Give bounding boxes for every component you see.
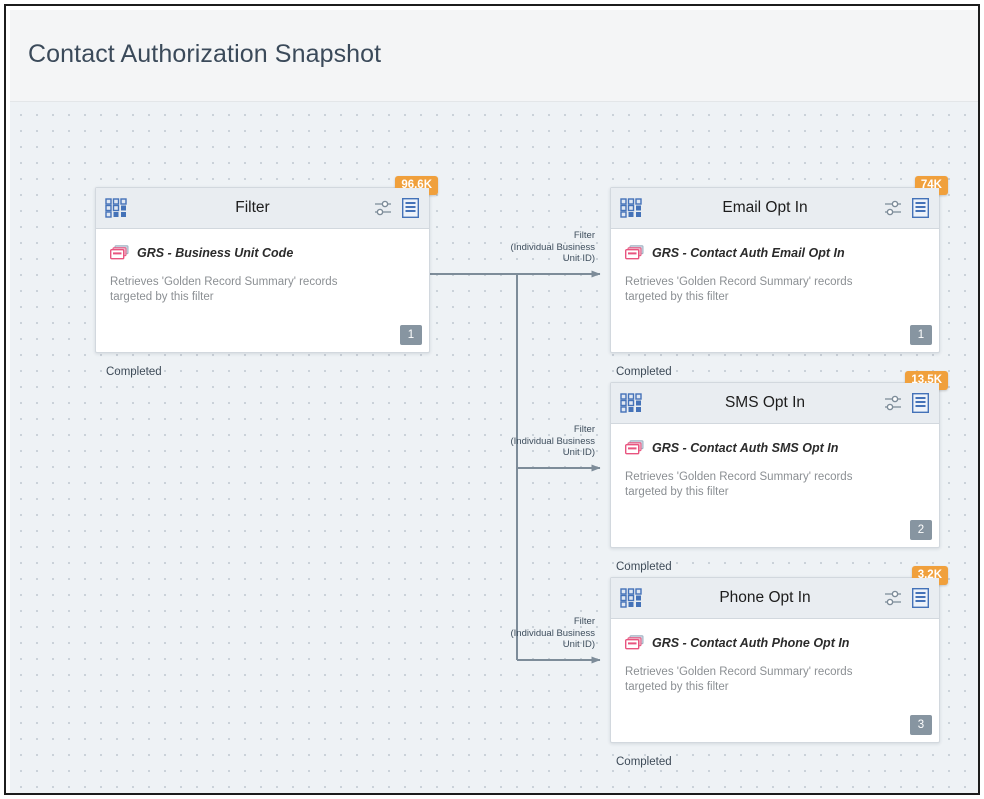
node-body: GRS - Contact Auth Email Opt In Retrieve… [611, 229, 939, 315]
node-title: Email Opt In [722, 199, 808, 216]
edge-label-phone: Filter (Individual Business Unit ID) [510, 616, 596, 650]
node-source-label: GRS - Contact Auth Email Opt In [652, 245, 845, 260]
node-body: GRS - Contact Auth Phone Opt In Retrieve… [611, 619, 939, 705]
sliders-icon[interactable] [884, 589, 902, 607]
node-sequence-badge: 1 [910, 325, 932, 345]
node-title: Phone Opt In [719, 589, 811, 606]
node-source: GRS - Contact Auth SMS Opt In [625, 440, 925, 455]
node-description: Retrieves 'Golden Record Summary' record… [625, 276, 853, 303]
database-stack-icon [625, 440, 644, 455]
node-body: GRS - Contact Auth SMS Opt In Retrieves … [611, 424, 939, 510]
node-status-phone: Completed [616, 756, 672, 768]
node-source-label: GRS - Contact Auth Phone Opt In [652, 635, 850, 650]
document-icon[interactable] [912, 393, 929, 413]
sliders-icon[interactable] [884, 394, 902, 412]
node-title: SMS Opt In [724, 394, 806, 411]
sliders-icon[interactable] [374, 199, 392, 217]
database-stack-icon [625, 245, 644, 260]
node-title: Filter [235, 199, 270, 216]
document-icon[interactable] [912, 198, 929, 218]
node-phone-opt-in[interactable]: 3.2K Phone Opt In [610, 566, 948, 743]
node-source-label: GRS - Contact Auth SMS Opt In [652, 440, 839, 455]
node-status-filter: Completed [106, 366, 162, 378]
node-source: GRS - Contact Auth Phone Opt In [625, 635, 925, 650]
node-header: Filter [96, 188, 429, 229]
database-stack-icon [110, 245, 129, 260]
node-sequence-badge: 2 [910, 520, 932, 540]
node-status-email: Completed [616, 366, 672, 378]
node-description: Retrieves 'Golden Record Summary' record… [625, 471, 853, 498]
app-header: Contact Authorization Snapshot [10, 10, 978, 102]
edge-label-sms: Filter (Individual Business Unit ID) [510, 424, 596, 458]
workflow-canvas[interactable]: Filter (Individual Business Unit ID) Fil… [10, 102, 978, 793]
node-header: Phone Opt In [611, 578, 939, 619]
node-source: GRS - Contact Auth Email Opt In [625, 245, 925, 260]
node-sequence-badge: 1 [400, 325, 422, 345]
grid-icon [620, 198, 646, 218]
node-header: Email Opt In [611, 188, 939, 229]
node-status-sms: Completed [616, 561, 672, 573]
node-filter[interactable]: 96.6K Filter [95, 176, 438, 353]
app-window: Contact Authorization Snapshot Filter (I… [4, 4, 980, 795]
page-title: Contact Authorization Snapshot [28, 40, 382, 68]
node-source-label: GRS - Business Unit Code [137, 245, 294, 260]
sliders-icon[interactable] [884, 199, 902, 217]
document-icon[interactable] [402, 198, 419, 218]
node-header: SMS Opt In [611, 383, 939, 424]
grid-icon [105, 198, 131, 218]
grid-icon [620, 588, 646, 608]
node-email-opt-in[interactable]: 74K Email Opt In [610, 176, 948, 353]
node-description: Retrieves 'Golden Record Summary' record… [110, 276, 338, 303]
grid-icon [620, 393, 646, 413]
edge-label-email: Filter (Individual Business Unit ID) [510, 230, 596, 264]
node-source: GRS - Business Unit Code [110, 245, 415, 260]
document-icon[interactable] [912, 588, 929, 608]
node-body: GRS - Business Unit Code Retrieves 'Gold… [96, 229, 429, 315]
node-description: Retrieves 'Golden Record Summary' record… [625, 666, 853, 693]
node-sms-opt-in[interactable]: 13.5K SMS Opt In [610, 371, 948, 548]
database-stack-icon [625, 635, 644, 650]
node-sequence-badge: 3 [910, 715, 932, 735]
